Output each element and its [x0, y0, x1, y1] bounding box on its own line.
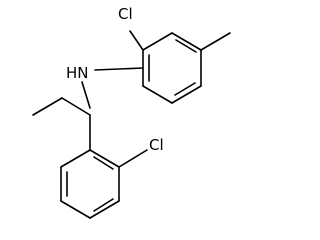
bond: [171, 32, 202, 51]
double-bond: [174, 82, 196, 96]
double-bond: [175, 39, 197, 53]
bond: [89, 200, 120, 219]
bond: [142, 32, 173, 51]
bond-n-ch: [81, 81, 91, 109]
bond: [142, 85, 173, 104]
atom-label-cl-top: Cl: [118, 5, 133, 23]
structure-canvas: Cl HN Cl: [32, 5, 231, 219]
bond: [60, 200, 91, 219]
bond: [171, 85, 202, 104]
atom-label-cl-bottom: Cl: [149, 136, 164, 154]
double-bond: [93, 198, 114, 212]
molecule-diagram: Cl HN Cl: [32, 5, 231, 219]
double-bond: [93, 156, 114, 170]
bond-c-n: [94, 67, 144, 71]
bond: [89, 149, 120, 168]
bond-methyl: [200, 32, 231, 51]
upper-benzene-ring: [142, 32, 202, 104]
bond-c-cl-bottom: [118, 149, 148, 168]
bond-ch2-ch3: [32, 97, 63, 116]
atom-label-nh: HN: [66, 64, 89, 82]
bond: [60, 149, 91, 168]
lower-benzene-ring: [60, 149, 120, 219]
bond-c-cl-top: [129, 30, 144, 51]
bond-ch-ch2: [61, 97, 91, 116]
